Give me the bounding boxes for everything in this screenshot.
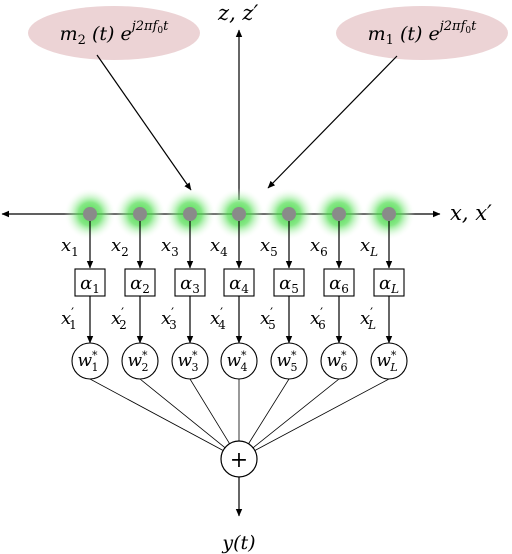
alpha-label: α5 — [279, 273, 299, 296]
source-m1: m1 (t) ej2πf0t — [336, 6, 508, 60]
alpha-label: α6 — [329, 273, 349, 296]
element-signal-label: x6 — [310, 235, 328, 259]
element-prime-label: x′5 — [260, 306, 276, 332]
sensor-dot — [232, 207, 246, 221]
sensor-dot — [83, 207, 97, 221]
vertical-axis-label: z, z′ — [217, 1, 258, 25]
sensor-dot — [382, 207, 396, 221]
alpha-label: αL — [379, 273, 399, 296]
weight-label: w*L — [376, 349, 397, 374]
alpha-box — [74, 268, 106, 297]
output-label: y(t) — [221, 532, 255, 554]
source-m1-ellipse — [336, 6, 508, 60]
combiner-line — [252, 378, 340, 449]
element-signal-label: x4 — [210, 235, 228, 259]
element-prime-label: x′6 — [310, 306, 326, 332]
combiner-line — [89, 378, 224, 451]
element-prime-label: x′1 — [61, 306, 77, 332]
element-signal-label: x2 — [111, 235, 129, 259]
sensor-dot — [183, 207, 197, 221]
combiner-line — [248, 378, 290, 444]
source-m2: m2 (t) ej2πf0t — [28, 6, 200, 60]
horizontal-axis-label: x, x′ — [450, 201, 492, 225]
combiner-line — [139, 378, 226, 448]
alpha-label: α4 — [229, 273, 249, 296]
alpha-box — [323, 268, 355, 297]
sensor-dot — [282, 207, 296, 221]
element-signal-label: xL — [360, 235, 378, 259]
element-prime-label: x′4 — [210, 306, 226, 332]
alpha-label: α3 — [180, 273, 200, 296]
weight-label: w*2 — [127, 349, 148, 374]
wave-arrow-m1 — [267, 55, 398, 189]
weight-label: w*5 — [276, 349, 297, 374]
summer-symbol: + — [230, 448, 248, 473]
alpha-label: α2 — [130, 273, 150, 296]
element-prime-label: x′2 — [111, 306, 127, 332]
weight-label: w*4 — [226, 349, 247, 374]
element-prime-label: x′L — [360, 306, 376, 332]
sensor-dot — [332, 207, 346, 221]
weight-label: w*1 — [77, 349, 98, 374]
element-signal-label: x1 — [61, 235, 79, 259]
alpha-box — [174, 268, 206, 297]
element-signal-label: x5 — [260, 235, 278, 259]
alpha-box — [124, 268, 156, 297]
source-m1-label: m1 (t) ej2πf0t — [368, 19, 478, 48]
weight-label: w*3 — [177, 349, 198, 374]
element-prime-label: x′3 — [161, 306, 177, 332]
combiner-line — [254, 378, 390, 451]
combiner-line — [189, 378, 230, 444]
source-m2-label: m2 (t) ej2πf0t — [60, 19, 170, 48]
sensor-dot — [133, 207, 147, 221]
combiner-lines — [89, 378, 390, 451]
weight-label: w*6 — [326, 349, 347, 374]
source-m2-ellipse — [28, 6, 200, 60]
element-signal-label: x3 — [161, 235, 179, 259]
wave-arrow-m2 — [96, 54, 192, 191]
alpha-label: α1 — [80, 273, 100, 296]
